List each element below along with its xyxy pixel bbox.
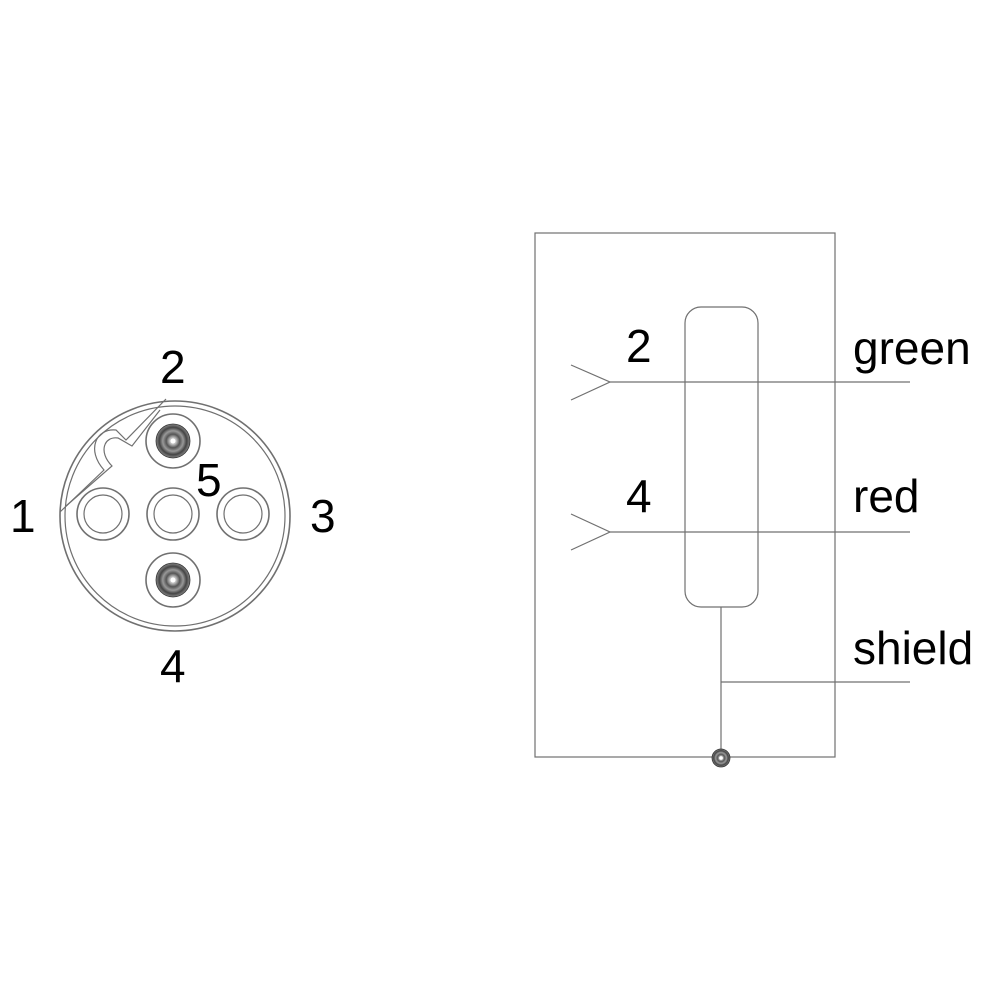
pin-1-socket <box>76 487 130 541</box>
pin-3-socket <box>216 487 270 541</box>
wire-pin-4: 4 red <box>570 470 919 551</box>
connector-housing-inner <box>64 405 286 627</box>
pin-label-3: 3 <box>310 490 336 542</box>
wiring-schematic: 2 green 4 red shield <box>534 232 973 768</box>
coding-key-notch-inner <box>65 409 161 507</box>
pin-label-4: 4 <box>160 640 186 692</box>
pin-label-2: 2 <box>160 341 186 393</box>
wire-pin-number-2: 2 <box>626 320 652 372</box>
wire-pin-number-4: 4 <box>626 470 652 522</box>
connector-body-outline <box>534 232 836 758</box>
pin-2-contact <box>145 413 201 469</box>
connector-face-view: 2 5 1 3 4 <box>10 341 336 692</box>
pin-label-1: 1 <box>10 490 36 542</box>
coding-key-notch <box>59 398 167 513</box>
pin-4-contact <box>145 552 201 608</box>
wire-color-green: green <box>853 322 971 374</box>
shield-label: shield <box>853 622 973 674</box>
pin-label-5: 5 <box>196 454 222 506</box>
cable-jacket <box>684 306 759 608</box>
socket-symbol-pin-2 <box>570 364 612 401</box>
wire-pin-2: 2 green <box>570 320 971 401</box>
connector-housing-outer <box>59 400 291 632</box>
socket-symbol-pin-4 <box>570 513 612 551</box>
shield-wire: shield <box>711 607 973 768</box>
pin-5-socket <box>146 487 200 541</box>
wire-color-red: red <box>853 470 919 522</box>
